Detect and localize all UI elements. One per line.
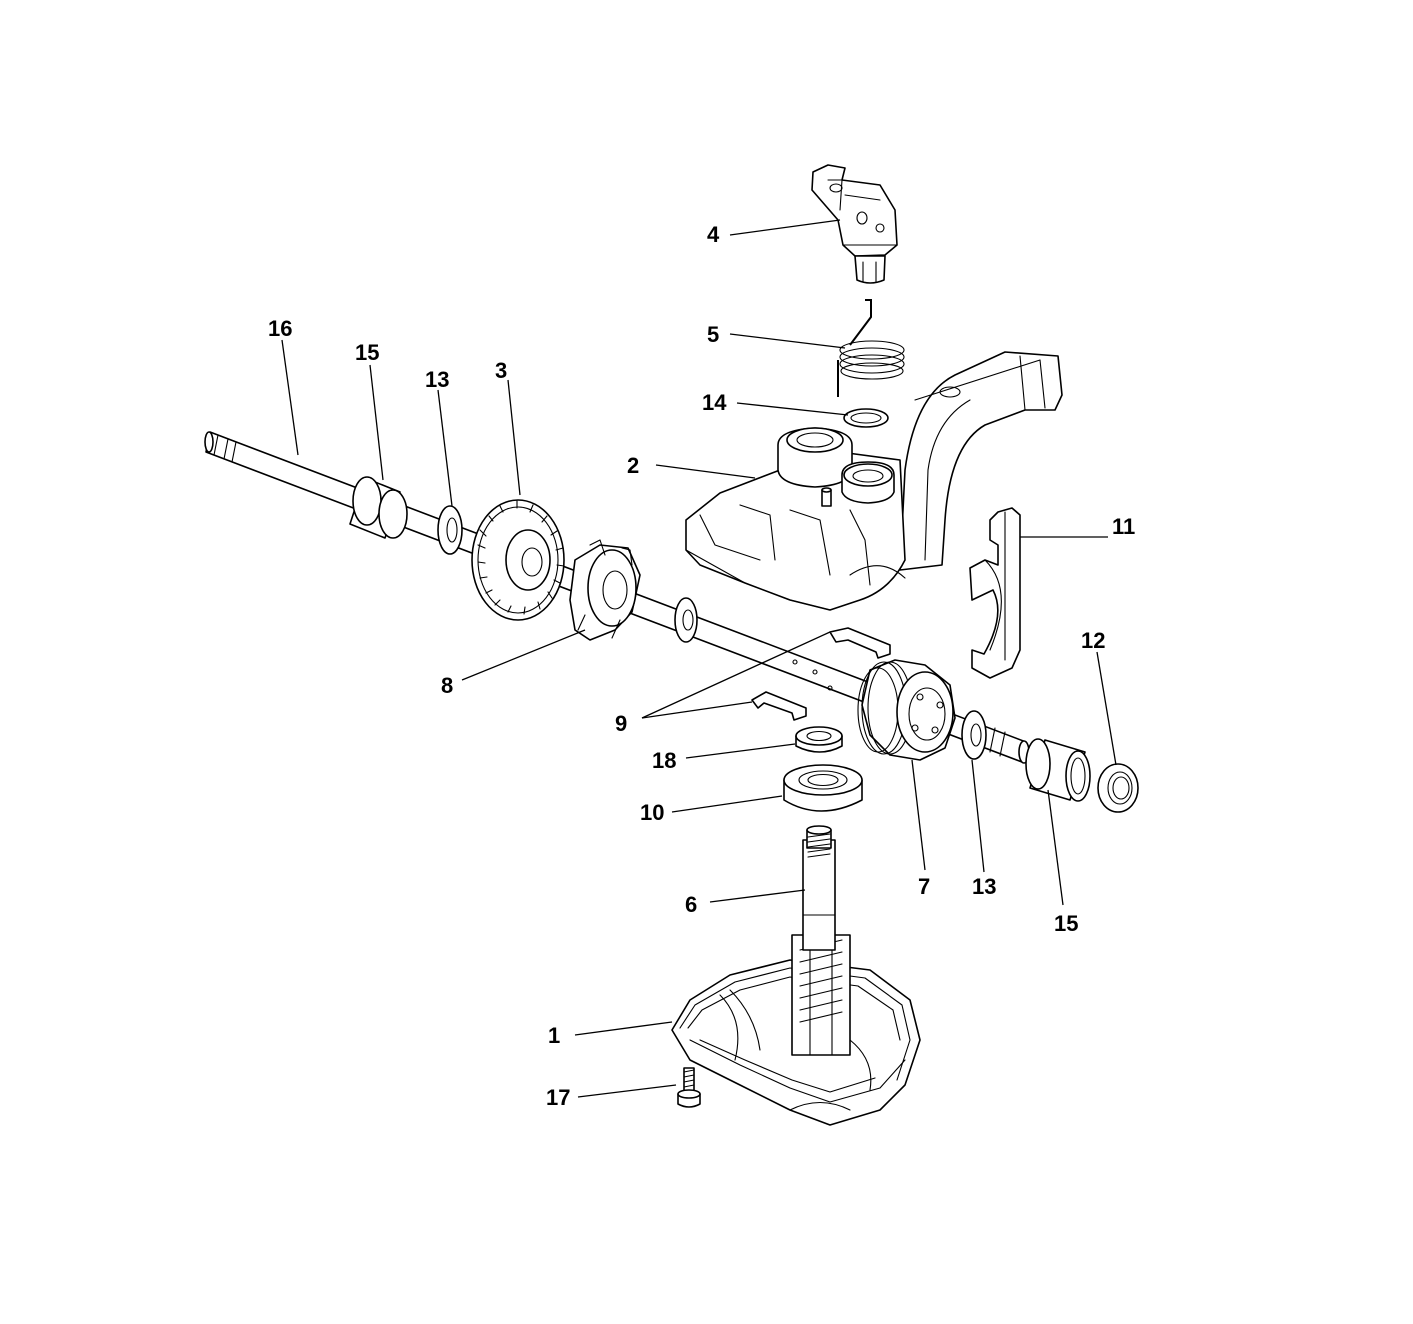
part-9-retaining-clips — [751, 627, 891, 721]
part-8-clutch-collar — [569, 539, 641, 641]
part-13-washer-right — [961, 710, 987, 760]
part-15-sleeve-right — [1025, 738, 1091, 802]
callout-11: 11 — [1112, 514, 1135, 539]
leader-lines — [281, 219, 1117, 1098]
part-14-washer — [843, 408, 889, 428]
callout-12: 12 — [1081, 628, 1105, 653]
callout-7: 7 — [918, 874, 930, 899]
callout-15-left: 15 — [355, 340, 379, 365]
callout-3: 3 — [495, 358, 507, 383]
part-13-washer-mid — [674, 597, 698, 643]
part-2-upper-housing — [685, 351, 1063, 611]
callout-14: 14 — [702, 390, 727, 415]
callout-10: 10 — [640, 800, 664, 825]
callout-4: 4 — [707, 222, 720, 247]
callout-16: 16 — [268, 316, 292, 341]
callout-8: 8 — [441, 673, 453, 698]
part-5-spring — [837, 299, 905, 397]
part-11-retainer-plate — [969, 507, 1021, 679]
callout-6: 6 — [685, 892, 697, 917]
callout-13-left: 13 — [425, 367, 449, 392]
callout-17: 17 — [546, 1085, 570, 1110]
part-12-seal — [1097, 763, 1139, 813]
callout-1: 1 — [548, 1023, 560, 1048]
callout-2: 2 — [627, 453, 639, 478]
callout-9: 9 — [615, 711, 627, 736]
part-15-sleeve-left — [349, 476, 408, 539]
part-10-large-bearing — [783, 764, 863, 812]
part-17-screw — [677, 1067, 701, 1108]
callout-15-right: 15 — [1054, 911, 1078, 936]
part-7-worm-wheel — [857, 659, 956, 761]
callout-5: 5 — [707, 322, 719, 347]
part-3-drive-gear — [471, 499, 565, 621]
part-4-shift-lever — [811, 164, 898, 284]
part-18-small-bearing — [795, 726, 843, 753]
part-13-washer-left — [437, 505, 463, 555]
part-1-lower-housing — [671, 934, 921, 1126]
part-6-worm-shaft — [802, 825, 836, 951]
callout-18: 18 — [652, 748, 676, 773]
callout-13-right: 13 — [972, 874, 996, 899]
callout-labels: 1 2 3 4 5 6 7 8 9 10 11 12 13 13 14 15 1… — [268, 222, 1135, 1110]
